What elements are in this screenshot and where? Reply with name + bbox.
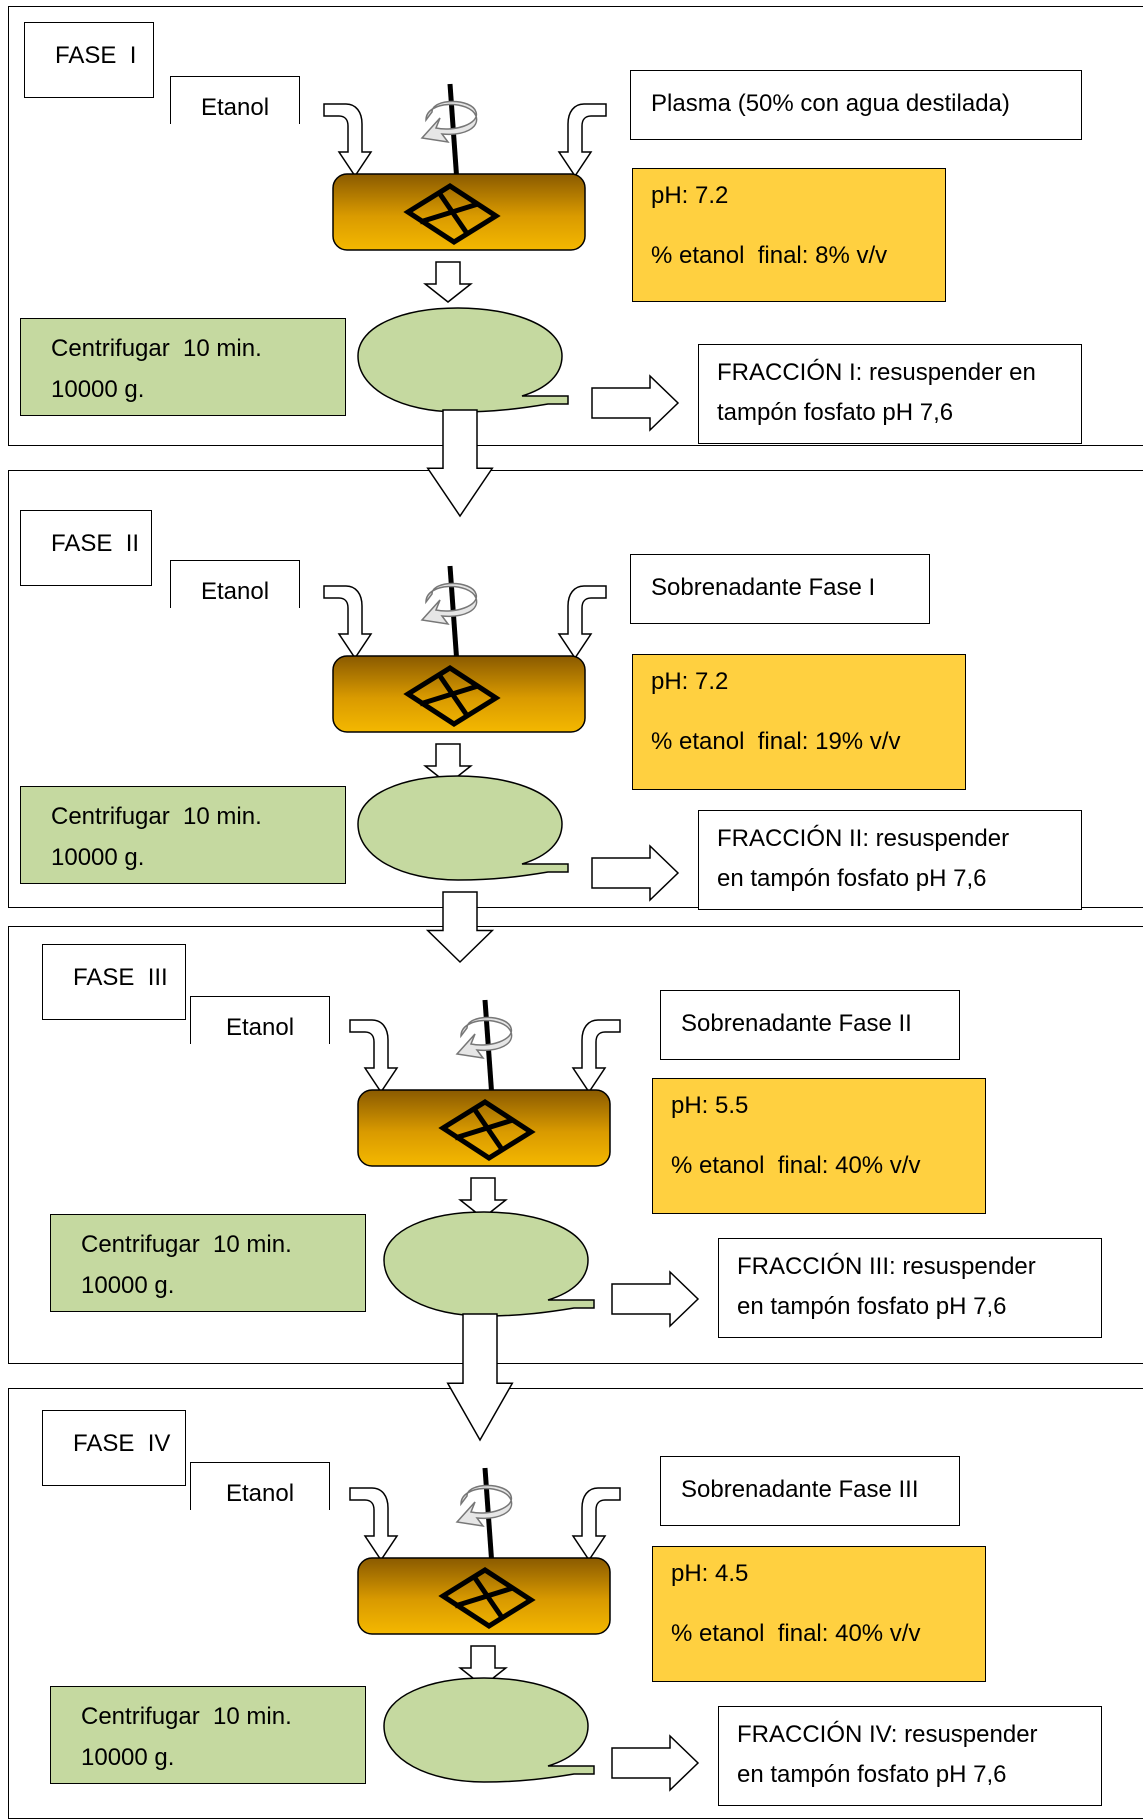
conditions-box-3: pH: 5.5 % etanol final: 40% v/v <box>652 1078 986 1214</box>
pellet-shape <box>383 1677 595 1783</box>
ph-value: pH: 7.2 <box>651 182 729 209</box>
source-feed-arrow <box>557 103 607 178</box>
input-source-text: Sobrenadante Fase II <box>681 1010 912 1037</box>
input-source-3: Sobrenadante Fase II <box>660 990 960 1060</box>
pellet-shape <box>357 775 569 881</box>
input-source-text: Sobrenadante Fase III <box>681 1476 919 1503</box>
fraction-line2: tampón fosfato pH 7,6 <box>717 398 954 426</box>
ethanol-final-value: % etanol final: 40% v/v <box>671 1620 921 1648</box>
impeller-blade <box>454 1585 514 1609</box>
impeller-icon <box>438 1567 536 1629</box>
centrifuge-box-3: Centrifugar 10 min. 10000 g. <box>50 1214 366 1312</box>
fraction-arrow <box>611 1270 700 1328</box>
rotation-arrow-icon <box>455 1484 513 1528</box>
flow-down-arrow <box>458 1645 508 1687</box>
fraction-line1: FRACCIÓN IV: resuspender <box>737 1721 1038 1748</box>
fraction-arrow <box>591 844 680 902</box>
centrifuge-time: Centrifugar 10 min. <box>81 1703 292 1730</box>
fraction-box-1: FRACCIÓN I: resuspender en tampón fosfato… <box>698 344 1082 444</box>
fraction-line1: FRACCIÓN II: resuspender <box>717 825 1010 852</box>
fraction-box-3: FRACCIÓN III: resuspender en tampón fosfa… <box>718 1238 1102 1338</box>
input-source-4: Sobrenadante Fase III <box>660 1456 960 1526</box>
impeller-icon <box>438 1099 536 1161</box>
ethanol-final-value: % etanol final: 40% v/v <box>671 1152 921 1180</box>
conditions-box-4: pH: 4.5 % etanol final: 40% v/v <box>652 1546 986 1682</box>
phase-label-2: FASE II <box>20 510 152 586</box>
fraction-line1: FRACCIÓN I: resuspender en <box>717 359 1036 386</box>
ethanol-input-3: Etanol <box>190 996 330 1044</box>
fraction-box-4: FRACCIÓN IV: resuspender en tampón fosfat… <box>718 1706 1102 1806</box>
conditions-box-1: pH: 7.2 % etanol final: 8% v/v <box>632 168 946 302</box>
phase-transition-arrow <box>426 409 494 518</box>
phase-label-4: FASE IV <box>42 1410 186 1486</box>
phase-transition-arrow <box>446 1313 514 1442</box>
ethanol-feed-arrow <box>349 1019 399 1094</box>
pellet-shape <box>383 1211 595 1317</box>
centrifuge-force: 10000 g. <box>51 375 145 403</box>
ph-value: pH: 7.2 <box>651 668 729 695</box>
ph-value: pH: 5.5 <box>671 1092 749 1119</box>
impeller-blade <box>454 1117 514 1141</box>
fraction-line1: FRACCIÓN III: resuspender <box>737 1253 1036 1280</box>
centrifuge-force: 10000 g. <box>81 1271 175 1299</box>
impeller-blade <box>419 201 479 225</box>
ethanol-final-value: % etanol final: 8% v/v <box>651 242 888 270</box>
ethanol-feed-arrow <box>323 103 373 178</box>
fraction-line2: en tampón fosfato pH 7,6 <box>737 1292 1007 1320</box>
phase-label-text: FASE II <box>51 530 140 557</box>
centrifuge-time: Centrifugar 10 min. <box>81 1231 292 1258</box>
ethanol-final-value: % etanol final: 19% v/v <box>651 728 901 756</box>
flow-down-arrow <box>423 261 473 303</box>
ethanol-label: Etanol <box>225 1480 295 1507</box>
input-source-1: Plasma (50% con agua destilada) <box>630 70 1082 140</box>
centrifuge-box-4: Centrifugar 10 min. 10000 g. <box>50 1686 366 1784</box>
fraction-line2: en tampón fosfato pH 7,6 <box>737 1760 1007 1788</box>
ethanol-label: Etanol <box>200 578 270 605</box>
ethanol-label: Etanol <box>225 1014 295 1041</box>
fraction-line2: en tampón fosfato pH 7,6 <box>717 864 987 892</box>
ethanol-input-1: Etanol <box>170 76 300 124</box>
phase-label-1: FASE I <box>24 22 154 98</box>
ph-value: pH: 4.5 <box>671 1560 749 1587</box>
flow-down-arrow <box>423 743 473 785</box>
centrifuge-box-2: Centrifugar 10 min. 10000 g. <box>20 786 346 884</box>
ethanol-input-2: Etanol <box>170 560 300 608</box>
ethanol-feed-arrow <box>349 1487 399 1562</box>
conditions-box-2: pH: 7.2 % etanol final: 19% v/v <box>632 654 966 790</box>
flow-down-arrow <box>458 1177 508 1219</box>
centrifuge-force: 10000 g. <box>51 843 145 871</box>
centrifuge-time: Centrifugar 10 min. <box>51 335 262 362</box>
ethanol-feed-arrow <box>323 585 373 660</box>
input-source-text: Sobrenadante Fase I <box>651 574 876 601</box>
centrifuge-box-1: Centrifugar 10 min. 10000 g. <box>20 318 346 416</box>
source-feed-arrow <box>557 585 607 660</box>
source-feed-arrow <box>571 1019 621 1094</box>
ethanol-label: Etanol <box>200 94 270 121</box>
input-source-text: Plasma (50% con agua destilada) <box>651 90 1010 117</box>
phase-transition-arrow <box>425 891 495 964</box>
input-source-2: Sobrenadante Fase I <box>630 554 930 624</box>
fraction-box-2: FRACCIÓN II: resuspender en tampón fosfat… <box>698 810 1082 910</box>
fraction-arrow <box>591 374 680 432</box>
source-feed-arrow <box>571 1487 621 1562</box>
phase-label-text: FASE IV <box>73 1430 171 1457</box>
centrifuge-time: Centrifugar 10 min. <box>51 803 262 830</box>
pellet-shape <box>357 307 569 413</box>
impeller-blade <box>419 683 479 707</box>
fraction-arrow <box>611 1734 700 1792</box>
phase-label-text: FASE III <box>73 964 168 991</box>
impeller-icon <box>403 665 501 727</box>
impeller-icon <box>403 183 501 245</box>
rotation-arrow-icon <box>420 100 478 144</box>
centrifuge-force: 10000 g. <box>81 1743 175 1771</box>
phase-label-text: FASE I <box>55 42 137 69</box>
rotation-arrow-icon <box>455 1016 513 1060</box>
rotation-arrow-icon <box>420 582 478 626</box>
phase-label-3: FASE III <box>42 944 186 1020</box>
ethanol-input-4: Etanol <box>190 1462 330 1510</box>
